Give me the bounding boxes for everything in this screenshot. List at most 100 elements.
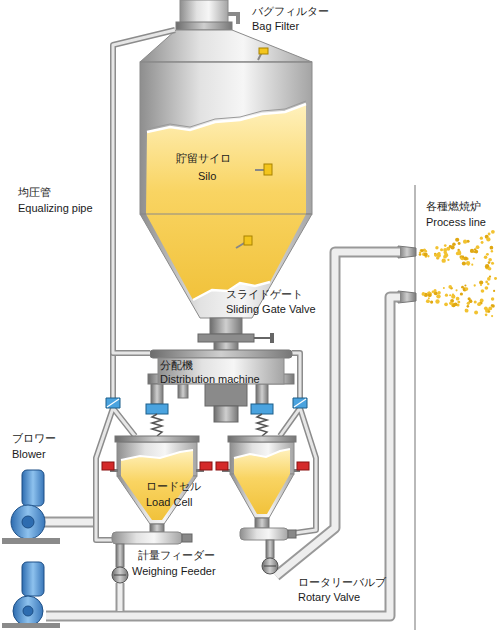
powder-particle — [447, 259, 449, 261]
process-line — [398, 246, 416, 258]
powder-particle — [440, 248, 443, 251]
powder-particle — [493, 290, 495, 292]
distribution-machine — [205, 384, 247, 406]
conveying-pipe — [44, 519, 96, 526]
weigh-hopper — [234, 449, 290, 458]
powder-particle — [426, 299, 430, 303]
weigh-hopper — [115, 436, 199, 442]
part-label: スライドゲート — [226, 288, 303, 301]
powder-particle — [424, 252, 428, 256]
powder-particle — [441, 258, 445, 262]
powder-particle — [435, 299, 439, 303]
silo-shell — [147, 101, 306, 129]
distribution-machine — [178, 384, 188, 398]
pipe-highlight — [113, 30, 175, 353]
pipe-connector — [113, 30, 175, 353]
process-line — [398, 185, 416, 630]
powder-particle — [486, 253, 489, 256]
distribution-machine — [257, 414, 267, 436]
load-cell — [200, 462, 212, 470]
load-cell — [297, 462, 309, 470]
rotary-valve — [114, 575, 126, 576]
powder-particle — [491, 230, 495, 234]
equipment-label: 分配機 — [160, 359, 193, 372]
powder-particle — [488, 267, 492, 271]
blower — [2, 470, 60, 628]
powder-particle — [485, 313, 488, 316]
equalizing-pipe — [113, 30, 175, 353]
distribution-machine — [150, 350, 292, 358]
part-label: ロードセル — [146, 480, 201, 493]
powder-particle — [427, 255, 429, 257]
part-label: バグフィルター — [252, 5, 329, 18]
powder-particle — [444, 302, 448, 306]
part-label: ブロワー — [12, 432, 56, 445]
weighing-feeder — [116, 544, 124, 567]
powder-particle — [467, 305, 470, 308]
weighing-feeder — [288, 530, 296, 538]
blower — [23, 606, 33, 616]
powder-particle — [434, 289, 437, 292]
powder-particle — [488, 310, 490, 312]
powder-particle — [481, 241, 484, 244]
conveying-pipe — [44, 517, 96, 528]
blower — [22, 470, 44, 506]
powder-particle — [480, 298, 484, 302]
powder-particle — [422, 292, 426, 296]
powder-particle — [490, 246, 494, 250]
silo-shell — [140, 62, 312, 63]
conveying-pipe — [276, 252, 400, 576]
part-label: Blower — [12, 448, 46, 461]
powder-particle — [487, 277, 491, 281]
powder-particle — [436, 253, 439, 256]
powder-particle — [484, 255, 488, 259]
powder-particle — [437, 291, 440, 294]
powder-particle — [494, 277, 497, 280]
equipment-label: Silo — [198, 170, 216, 183]
blower — [22, 516, 34, 528]
equalizing-branch — [294, 399, 306, 407]
powder-particle — [486, 237, 490, 241]
powder-particle — [454, 302, 458, 306]
powder-particle — [455, 289, 457, 291]
powder-particle — [428, 291, 430, 293]
part-label: 各種燃焼炉 — [426, 200, 481, 213]
weighing-feeder — [150, 524, 164, 532]
silo-shell — [270, 333, 274, 343]
weighing-feeder — [255, 518, 269, 528]
part-label: Weighing Feeder — [132, 565, 216, 578]
powder-particle — [491, 250, 493, 252]
part-label: Sliding Gate Valve — [226, 303, 316, 316]
powder-particle — [491, 297, 494, 300]
part-label: Rotary Valve — [298, 591, 360, 604]
silo-shell — [198, 334, 254, 342]
powder-particle — [473, 251, 475, 253]
silo-shell — [214, 342, 238, 350]
silo-shell — [210, 318, 242, 334]
load-cell — [102, 462, 114, 470]
powder-particle — [434, 254, 437, 257]
conveying-pipe — [276, 252, 400, 576]
powder-particle — [485, 286, 489, 290]
powder-particle — [437, 253, 441, 257]
part-label: Bag Filter — [252, 20, 299, 33]
weighing-feeder — [266, 540, 274, 558]
powder-particle — [460, 292, 463, 295]
powder-particle — [425, 250, 427, 252]
powder-particle — [456, 297, 460, 301]
load-cell — [216, 462, 228, 470]
distribution-machine — [151, 384, 163, 404]
part-label: 計量フィーダー — [138, 549, 215, 562]
powder-particle — [491, 304, 494, 307]
powder-particle — [430, 300, 433, 303]
rotary-valve — [112, 567, 128, 583]
powder-particle — [473, 257, 475, 259]
blower — [22, 562, 44, 596]
powder-particle — [491, 262, 494, 265]
powder-particle — [428, 297, 430, 299]
powder-particle — [474, 311, 478, 315]
powder-particle — [464, 284, 466, 286]
powder-particle — [476, 245, 480, 249]
distribution-machine — [214, 406, 238, 422]
